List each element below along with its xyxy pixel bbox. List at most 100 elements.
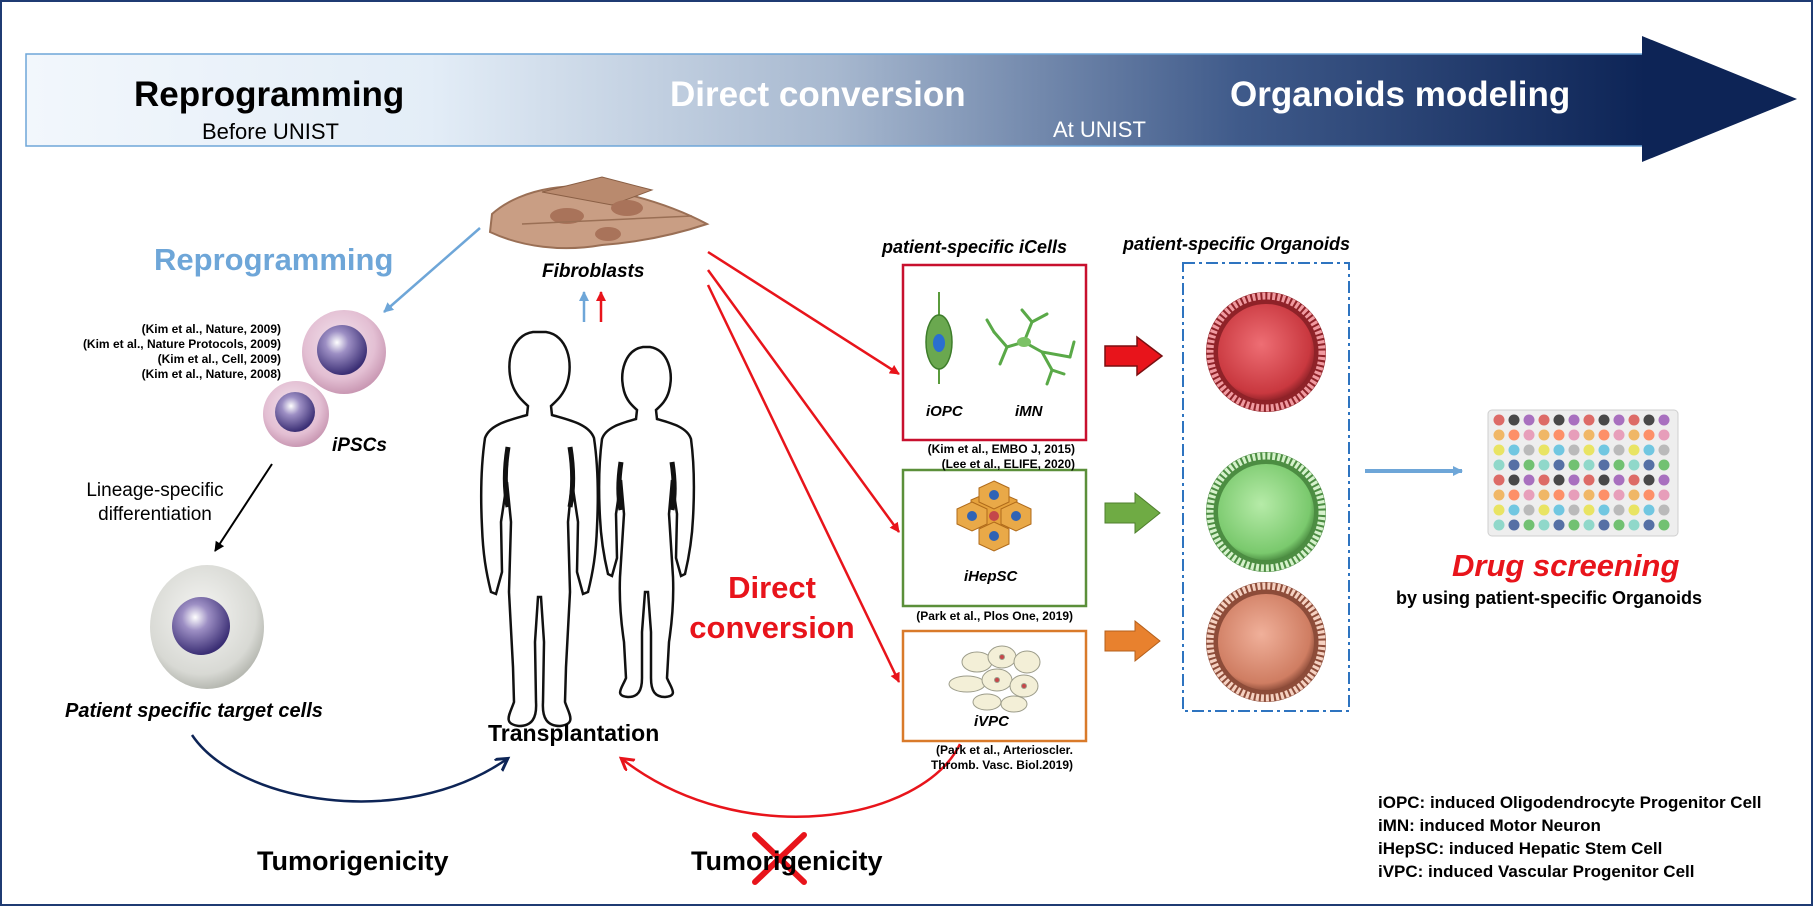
- ivpc-cells-image: [949, 646, 1040, 712]
- well: [1494, 415, 1505, 426]
- ref-line: (Kim et al., Nature, 2009): [83, 322, 281, 337]
- target-cells-label: Patient specific target cells: [65, 701, 323, 721]
- organoid-green-image: [1206, 452, 1326, 572]
- drug-screening-title: Drug screening: [1452, 550, 1679, 581]
- tumorigenicity-crossed-label: Tumorigenicity: [691, 848, 883, 875]
- well: [1629, 520, 1640, 531]
- well: [1569, 475, 1580, 486]
- well: [1584, 520, 1595, 531]
- well: [1584, 460, 1595, 471]
- well: [1644, 505, 1655, 516]
- orange-block-arrow: [1105, 621, 1160, 661]
- fibroblast-cells-image: [490, 177, 707, 248]
- well: [1509, 445, 1520, 456]
- well: [1614, 415, 1625, 426]
- well: [1539, 445, 1550, 456]
- stage-at-unist: At UNIST: [1053, 119, 1146, 141]
- tumorigenicity-navy-curve: [192, 735, 507, 801]
- well: [1584, 445, 1595, 456]
- well: [1554, 415, 1565, 426]
- ivpc-label: iVPC: [974, 714, 1009, 729]
- well: [1599, 430, 1610, 441]
- well: [1584, 505, 1595, 516]
- ref-line: (Park et al., Plos One, 2019): [916, 609, 1073, 624]
- well: [1629, 430, 1640, 441]
- well: [1629, 445, 1640, 456]
- well: [1644, 430, 1655, 441]
- well: [1614, 430, 1625, 441]
- ipsc-cells-image: [263, 310, 386, 447]
- direct-conversion-arrow-2: [708, 270, 899, 532]
- well: [1614, 475, 1625, 486]
- well: [1644, 520, 1655, 531]
- well: [1509, 490, 1520, 501]
- differentiation-line: differentiation: [80, 503, 230, 527]
- well: [1629, 415, 1640, 426]
- box1-refs: (Kim et al., EMBO J, 2015) (Lee et al., …: [928, 442, 1075, 472]
- green-block-arrow: [1105, 493, 1160, 533]
- well: [1524, 505, 1535, 516]
- well: [1659, 415, 1670, 426]
- ref-line: (Kim et al., EMBO J, 2015): [928, 442, 1075, 457]
- well: [1494, 505, 1505, 516]
- well: [1524, 475, 1535, 486]
- transplant-red-curve: [622, 744, 960, 817]
- well: [1644, 415, 1655, 426]
- well: [1629, 505, 1640, 516]
- well: [1569, 520, 1580, 531]
- box3-refs: (Park et al., Arterioscler. Thromb. Vasc…: [931, 743, 1073, 773]
- well: [1509, 505, 1520, 516]
- well: [1569, 430, 1580, 441]
- well: [1539, 520, 1550, 531]
- well: [1644, 445, 1655, 456]
- well: [1584, 415, 1595, 426]
- well: [1554, 460, 1565, 471]
- reprogramming-label: Reprogramming: [154, 244, 393, 275]
- well: [1494, 430, 1505, 441]
- well: [1539, 430, 1550, 441]
- well: [1599, 505, 1610, 516]
- well: [1629, 490, 1640, 501]
- transplantation-label: Transplantation: [488, 722, 659, 745]
- iopc-cell-image: [926, 292, 952, 384]
- well: [1584, 490, 1595, 501]
- legend-item: iMN: induced Motor Neuron: [1378, 814, 1761, 837]
- direct-conversion-line: Direct: [682, 568, 862, 608]
- well: [1509, 460, 1520, 471]
- well: [1659, 445, 1670, 456]
- well: [1554, 490, 1565, 501]
- differentiation-line: Lineage-specific: [80, 479, 230, 503]
- well: [1659, 460, 1670, 471]
- legend-item: iVPC: induced Vascular Progenitor Cell: [1378, 860, 1761, 883]
- well: [1614, 460, 1625, 471]
- well: [1569, 505, 1580, 516]
- abbreviation-legend: iOPC: induced Oligodendrocyte Progenitor…: [1378, 791, 1761, 883]
- well: [1539, 505, 1550, 516]
- well: [1539, 460, 1550, 471]
- stage-before-unist: Before UNIST: [202, 121, 339, 143]
- well-plate-image: [1488, 410, 1678, 536]
- ref-line: (Kim et al., Cell, 2009): [83, 352, 281, 367]
- well: [1569, 460, 1580, 471]
- well: [1629, 475, 1640, 486]
- well: [1524, 490, 1535, 501]
- red-block-arrow: [1105, 337, 1162, 375]
- human-silhouettes-image: [481, 332, 694, 726]
- target-cell-image: [150, 565, 264, 689]
- well: [1599, 460, 1610, 471]
- legend-item: iOPC: induced Oligodendrocyte Progenitor…: [1378, 791, 1761, 814]
- ihepsc-cells-image: [957, 481, 1031, 551]
- well: [1614, 520, 1625, 531]
- iopc-label: iOPC: [926, 404, 963, 419]
- differentiation-label: Lineage-specific differentiation: [80, 479, 230, 527]
- well: [1509, 415, 1520, 426]
- reprogramming-arrow: [384, 228, 480, 312]
- fibroblasts-label: Fibroblasts: [542, 262, 644, 281]
- well: [1569, 415, 1580, 426]
- ref-line: (Kim et al., Nature, 2008): [83, 367, 281, 382]
- well: [1524, 520, 1535, 531]
- well: [1554, 445, 1565, 456]
- ref-line: (Kim et al., Nature Protocols, 2009): [83, 337, 281, 352]
- organoid-orange-image: [1206, 582, 1326, 702]
